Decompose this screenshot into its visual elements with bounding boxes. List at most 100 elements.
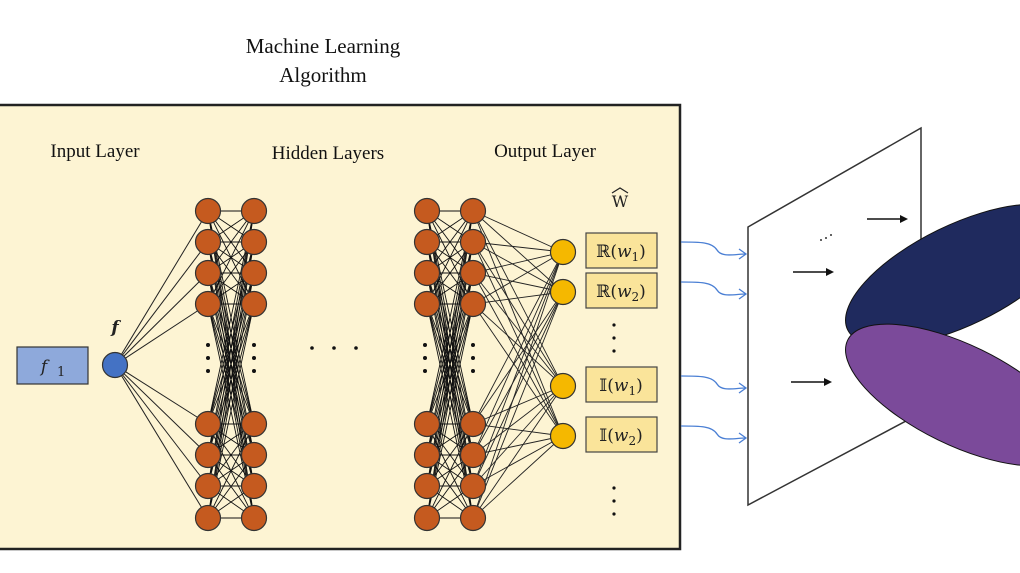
output-box-rect xyxy=(585,416,658,453)
output-box-4: 𝕀(w2) xyxy=(585,416,658,453)
input-feature-box-subscript: 1 xyxy=(57,365,65,380)
arrowhead-icon xyxy=(738,288,748,300)
hidden-node xyxy=(459,197,487,225)
edge xyxy=(472,251,564,274)
output-ellipsis-dot xyxy=(612,323,616,327)
edge xyxy=(472,291,564,456)
edge xyxy=(426,210,474,487)
edge xyxy=(114,364,209,425)
output-ellipsis-dot xyxy=(612,336,616,340)
edge xyxy=(207,241,255,519)
edge xyxy=(472,291,564,487)
hidden-node xyxy=(194,504,222,532)
edge xyxy=(472,272,564,387)
edge xyxy=(472,251,564,487)
hidden-node xyxy=(240,472,268,500)
hidden-node xyxy=(240,228,268,256)
hidden-node xyxy=(194,228,222,256)
blue-arrow-3 xyxy=(680,375,747,390)
hidden-node xyxy=(413,410,441,438)
hidden-node xyxy=(459,290,487,318)
edge xyxy=(114,364,209,487)
output-box-label: 𝕀(w1) xyxy=(599,376,642,398)
edge xyxy=(472,210,564,437)
hidden-node xyxy=(194,290,222,318)
arrowhead-icon xyxy=(824,378,832,386)
plane-dot xyxy=(825,237,827,239)
edge xyxy=(472,251,564,456)
output-arrows xyxy=(680,241,748,444)
edge xyxy=(472,241,564,293)
edge xyxy=(472,385,564,487)
edge xyxy=(472,241,564,437)
vertical-ellipsis-dot xyxy=(423,369,427,373)
arrowhead-icon xyxy=(738,432,748,444)
hidden-node xyxy=(459,410,487,438)
output-box-label: ℝ(w1) xyxy=(596,242,646,264)
edge xyxy=(472,435,564,519)
edge xyxy=(472,251,564,425)
output-box-2: ℝ(w2) xyxy=(585,272,658,309)
output-layer-label: Output Layer xyxy=(494,141,597,162)
hidden-node xyxy=(240,197,268,225)
ellipsis-dots xyxy=(206,323,616,516)
blue-arrow-4 xyxy=(680,425,747,440)
edge xyxy=(472,210,564,387)
hidden-node xyxy=(240,290,268,318)
edge xyxy=(426,210,474,519)
vertical-ellipsis-dot xyxy=(206,356,210,360)
edge xyxy=(114,241,209,366)
horizontal-ellipsis-dot xyxy=(354,346,358,350)
edge xyxy=(472,303,564,387)
plane-dot xyxy=(830,234,832,236)
hidden-node xyxy=(194,259,222,287)
hidden-node xyxy=(194,197,222,225)
output-box-label: ℝ(w2) xyxy=(596,282,646,304)
edge xyxy=(472,435,564,487)
vertical-ellipsis-dot xyxy=(252,343,256,347)
edge xyxy=(207,210,255,519)
arrowhead-icon xyxy=(826,268,834,276)
output-box-rect xyxy=(585,366,658,403)
input-feature-box xyxy=(16,346,89,385)
edge xyxy=(207,210,255,487)
hat-accent-icon xyxy=(611,187,629,194)
output-node xyxy=(549,238,577,266)
edge xyxy=(472,241,564,253)
hidden-layers-label: Hidden Layers xyxy=(272,143,384,164)
edge xyxy=(472,385,564,456)
edge xyxy=(472,272,564,293)
vertical-ellipsis-dot xyxy=(423,343,427,347)
arrowhead-icon xyxy=(738,248,748,260)
edge xyxy=(114,364,209,456)
beam-lobe-purple xyxy=(845,323,1020,467)
hidden-node xyxy=(413,259,441,287)
edge xyxy=(472,251,564,519)
diagram-title-line-1: Machine Learning xyxy=(246,34,401,58)
input-feature-symbol: f xyxy=(110,318,121,338)
beam-lobe-dark xyxy=(845,203,1020,347)
output-boxes: ℝ(w1) ℝ(w2) 𝕀(w1) 𝕀(w2) xyxy=(585,232,658,453)
output-node xyxy=(549,422,577,450)
algorithm-panel xyxy=(0,103,682,551)
edge xyxy=(114,303,209,366)
edge xyxy=(472,210,564,253)
output-ellipsis-dot xyxy=(612,499,616,503)
output-box-1: ℝ(w1) xyxy=(585,232,658,269)
vertical-ellipsis-dot xyxy=(206,369,210,373)
output-ellipsis-dot xyxy=(612,512,616,516)
hidden-node xyxy=(240,410,268,438)
diagram-title-line-2: Algorithm xyxy=(279,63,367,87)
output-ellipsis-dot xyxy=(612,486,616,490)
hidden-node xyxy=(194,472,222,500)
output-box-label: 𝕀(w2) xyxy=(599,426,642,448)
edge xyxy=(472,423,564,437)
hidden-node xyxy=(240,259,268,287)
edge xyxy=(472,241,564,387)
vertical-ellipsis-dot xyxy=(206,343,210,347)
network-nodes xyxy=(101,197,577,532)
edge xyxy=(472,210,564,293)
hidden-node xyxy=(413,228,441,256)
arrowhead-icon xyxy=(900,215,908,223)
edge xyxy=(426,423,474,519)
